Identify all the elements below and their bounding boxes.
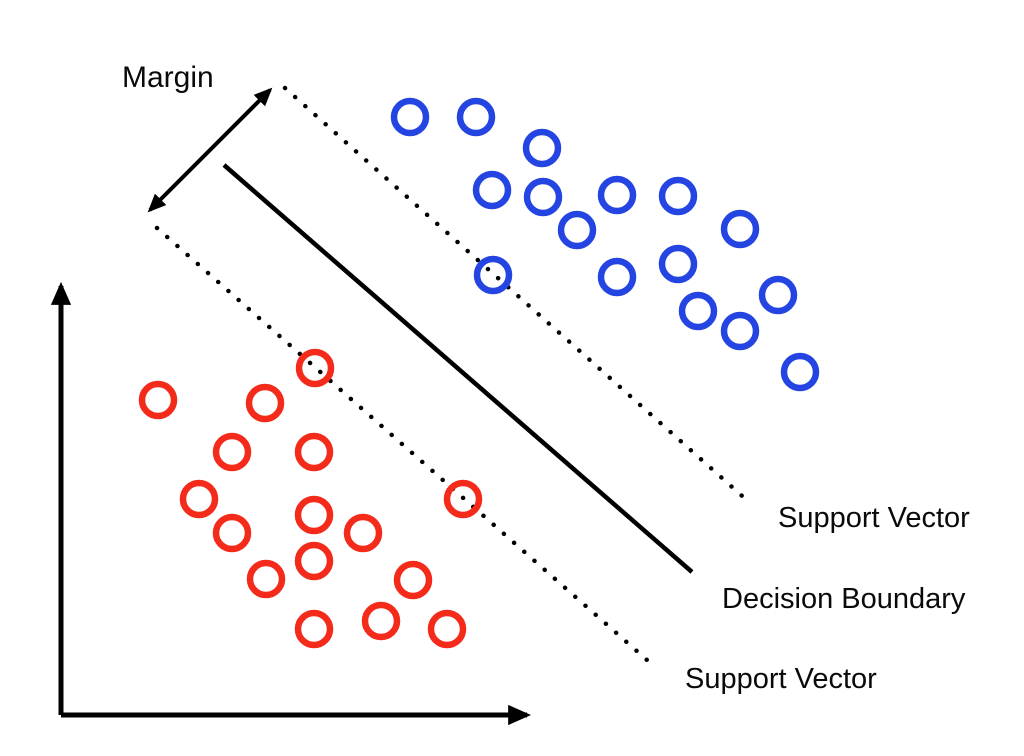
blue-class-data-point: [456, 97, 496, 137]
red-class-data-point: [427, 609, 467, 649]
blue-class-data-point: [780, 352, 820, 392]
red-class-data-point: [245, 383, 285, 423]
red-class-data-point: [212, 432, 252, 472]
red-class-data-point: [179, 479, 219, 519]
red-class-data-point: [295, 348, 335, 388]
blue-class-data-point: [597, 175, 637, 215]
red-class-data-point: [294, 541, 334, 581]
blue-class-data-point: [473, 255, 513, 295]
support-vector-upper-line: [282, 85, 753, 506]
boundary-lines: [147, 85, 753, 663]
red-class-data-point: [443, 479, 483, 519]
red-class-data-point: [212, 513, 252, 553]
blue-class-data-point: [720, 311, 760, 351]
blue-class-data-point: [720, 209, 760, 249]
blue-class-data-point: [597, 257, 637, 297]
blue-class-data-point: [557, 210, 597, 250]
blue-class-data-point: [758, 275, 798, 315]
axes: [50, 281, 532, 726]
blue-class-data-point: [522, 128, 562, 168]
blue-class-data-point: [658, 176, 698, 216]
support-vector-lower-label: Support Vector: [685, 663, 877, 695]
margin-label: Margin: [122, 61, 214, 94]
red-class-data-point: [343, 513, 383, 553]
blue-class-data-point: [523, 177, 563, 217]
red-class-data-point: [294, 432, 334, 472]
red-class-data-point: [246, 559, 286, 599]
red-class-data-point: [361, 601, 401, 641]
red-class-data-point: [294, 495, 334, 535]
blue-class-data-point: [472, 170, 512, 210]
support-vector-lower-line: [154, 225, 650, 663]
decision-boundary-line: [222, 163, 694, 574]
data-points: [138, 97, 820, 649]
support-vector-upper-label: Support Vector: [778, 502, 970, 534]
red-class-data-point: [294, 609, 334, 649]
decision-boundary-label: Decision Boundary: [722, 583, 966, 615]
red-class-data-point: [393, 560, 433, 600]
labels: Margin Support Vector Decision Boundary …: [122, 61, 970, 695]
blue-class-data-point: [390, 97, 430, 137]
blue-class-data-point: [678, 291, 718, 331]
margin-arrow-line: [147, 87, 273, 213]
red-class-data-point: [138, 380, 178, 420]
blue-class-data-point: [658, 244, 698, 284]
